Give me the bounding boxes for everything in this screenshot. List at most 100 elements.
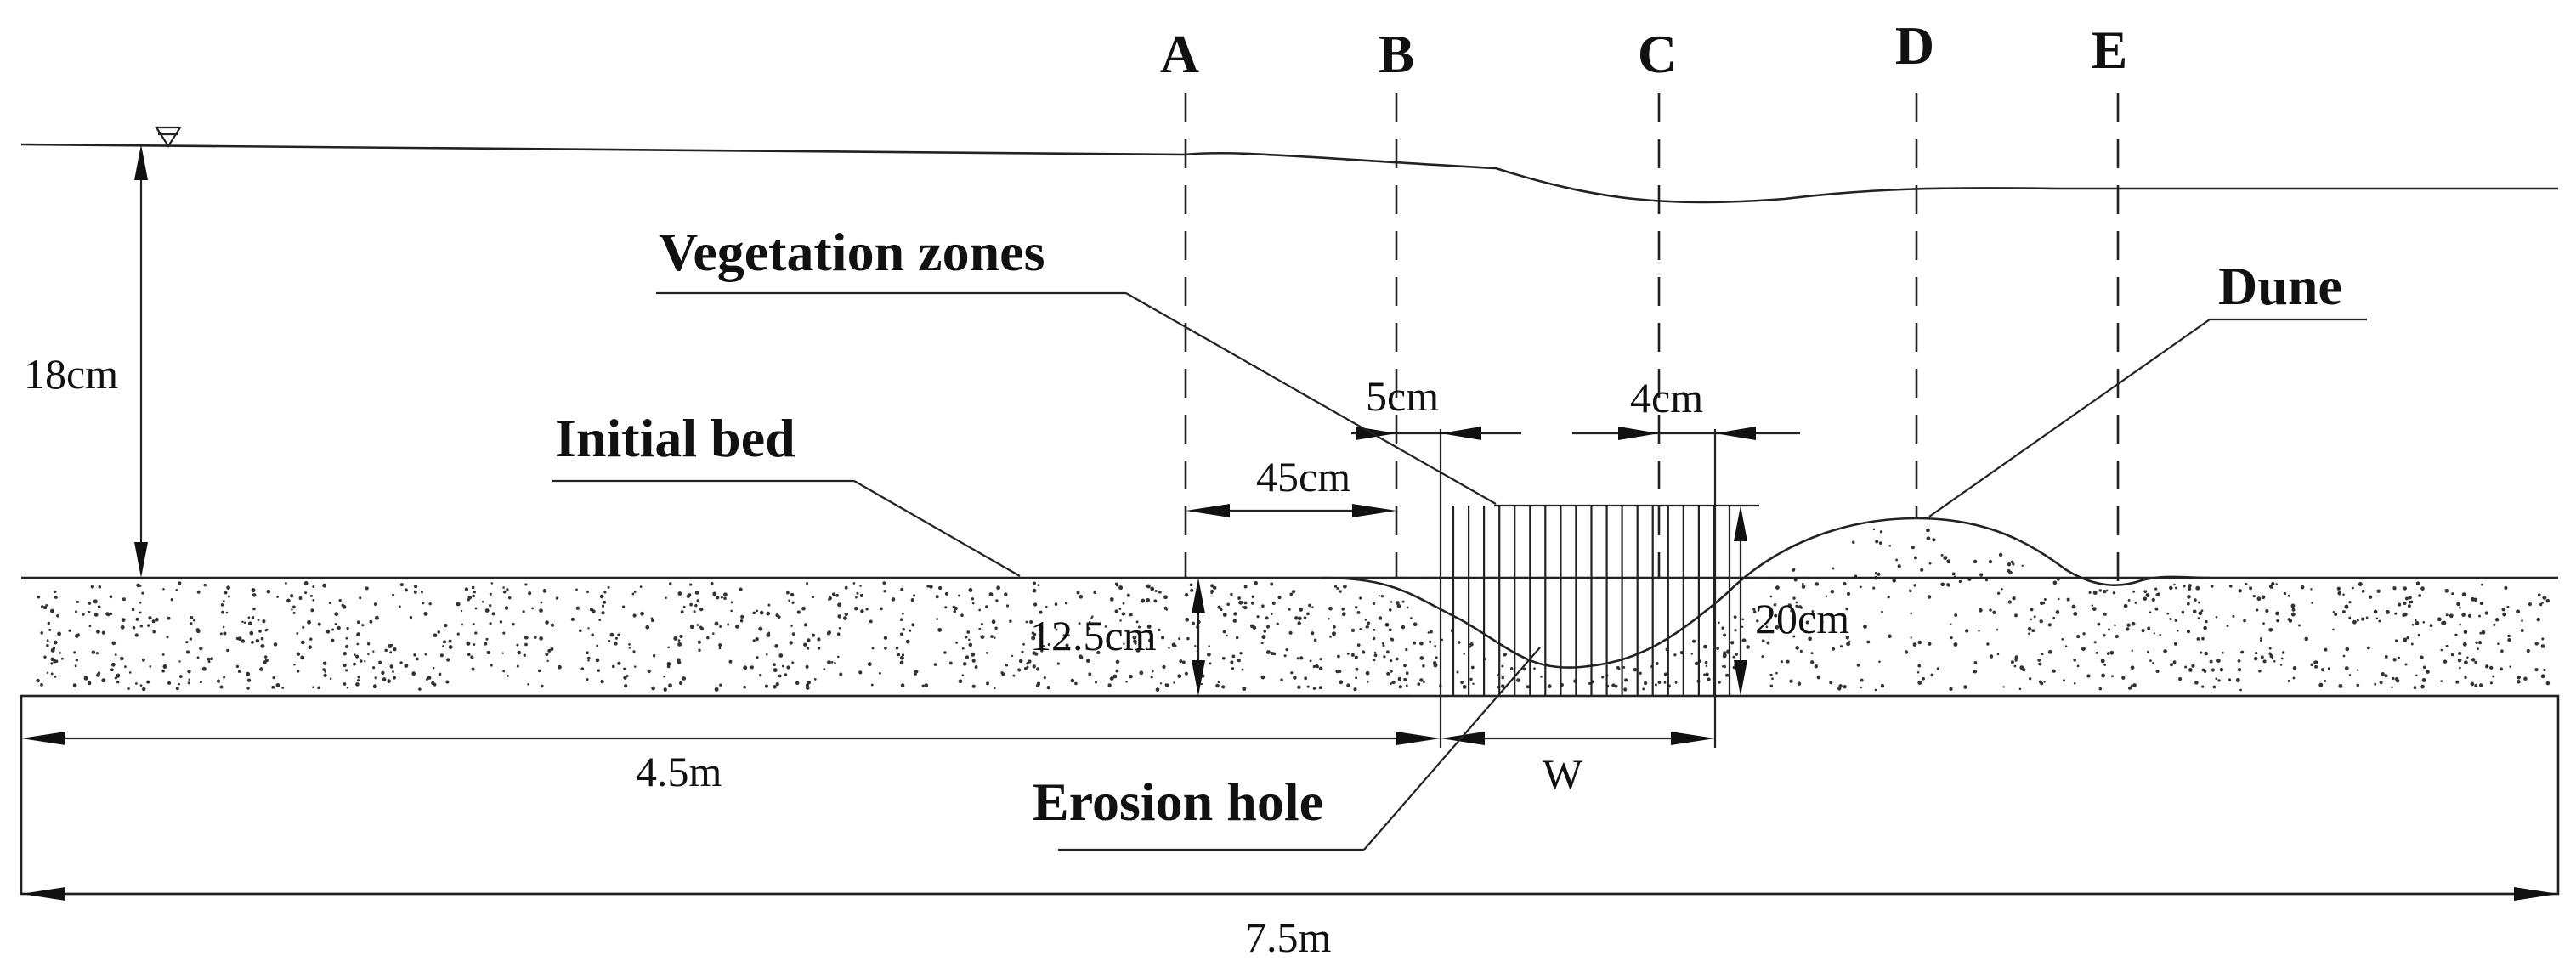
sediment-grain — [730, 601, 733, 604]
sediment-grain — [474, 631, 478, 635]
sediment-grain — [677, 639, 681, 642]
sediment-grain — [203, 583, 207, 587]
sediment-grain — [1168, 647, 1170, 649]
sediment-grain — [2132, 683, 2137, 687]
sediment-grain — [59, 652, 62, 654]
sediment-grain — [2381, 672, 2385, 676]
sediment-grain — [2466, 656, 2469, 659]
sediment-grain — [2540, 644, 2545, 648]
sediment-grain — [464, 587, 469, 591]
sediment-grain — [774, 644, 778, 648]
sediment-grain — [96, 673, 100, 677]
sediment-grain — [178, 660, 181, 663]
sediment-grain — [1366, 681, 1369, 683]
sediment-grain — [2198, 611, 2203, 616]
sediment-grain — [1472, 682, 1475, 686]
sediment-grain — [246, 671, 251, 676]
sediment-grain — [1296, 657, 1299, 660]
sediment-grain — [2540, 674, 2545, 679]
spacing-b-label: 5cm — [1366, 372, 1439, 420]
sediment-grain — [971, 597, 975, 601]
sediment-grain — [883, 636, 888, 640]
sediment-grain — [1329, 636, 1332, 638]
sediment-grain — [54, 659, 59, 664]
sediment-grain — [1878, 660, 1881, 664]
sediment-grain — [2445, 613, 2449, 617]
sediment-grain — [2449, 613, 2454, 619]
sediment-grain — [97, 605, 101, 609]
sediment-grain — [1093, 591, 1097, 595]
sediment-grain — [276, 596, 279, 598]
sediment-grain — [1792, 596, 1796, 600]
sediment-grain — [859, 593, 863, 597]
sediment-grain — [807, 680, 812, 685]
sediment-grain — [2358, 582, 2363, 586]
sediment-grain — [1254, 581, 1258, 585]
sediment-depth-arrow-top — [1192, 578, 1205, 613]
sediment-grain — [623, 667, 626, 671]
dune-leader — [1928, 319, 2211, 517]
sediment-grain — [90, 585, 94, 589]
sediment-grain — [2040, 601, 2044, 606]
sediment-grain — [1332, 631, 1336, 636]
sediment-grain — [1040, 649, 1044, 653]
sediment-grain — [98, 585, 102, 589]
sediment-grain — [1611, 683, 1616, 687]
sediment-grain — [2152, 661, 2154, 664]
sediment-grain — [1055, 628, 1058, 631]
sediment-grain — [2212, 685, 2216, 689]
sediment-grain — [284, 581, 287, 585]
sediment-grain — [1145, 647, 1148, 651]
sediment-grain — [2403, 638, 2406, 642]
sediment-grain — [1928, 642, 1932, 646]
sediment-grain — [2292, 676, 2296, 680]
sediment-grain — [871, 647, 875, 650]
sediment-grain — [1973, 661, 1978, 664]
sediment-grain — [1877, 572, 1881, 576]
sediment-grain — [502, 670, 506, 673]
dist-ab-arrow-left — [1186, 504, 1230, 517]
sediment-grain — [54, 590, 57, 594]
sediment-grain — [2112, 591, 2115, 595]
sediment-grain — [2352, 619, 2357, 625]
sediment-grain — [2314, 664, 2318, 669]
sediment-grain — [50, 657, 55, 662]
sediment-grain — [473, 643, 476, 646]
sediment-grain — [1501, 664, 1504, 668]
sediment-grain — [1741, 638, 1747, 643]
sediment-grain — [1795, 646, 1799, 650]
sediment-grain — [895, 646, 899, 650]
sediment-grain — [2463, 660, 2468, 665]
sediment-grain — [586, 651, 589, 655]
sediment-grain — [854, 606, 858, 611]
sediment-grain — [2143, 596, 2148, 601]
sediment-grain — [1880, 684, 1885, 688]
sediment-grain — [958, 594, 960, 597]
sediment-grain — [2541, 602, 2544, 604]
sediment-grain — [1725, 673, 1730, 677]
sediment-grain — [2394, 612, 2398, 615]
sediment-grain — [2196, 637, 2200, 641]
sediment-grain — [2413, 686, 2417, 689]
sediment-grain — [2031, 629, 2035, 633]
sediment-grain — [2545, 681, 2551, 686]
sediment-grain — [196, 656, 200, 659]
sediment-grain — [512, 623, 515, 626]
sediment-grain — [260, 643, 265, 648]
sediment-grain — [1018, 659, 1023, 664]
sediment-grain — [1832, 567, 1835, 570]
sediment-grain — [1011, 654, 1014, 658]
sediment-grain — [1860, 585, 1862, 589]
sediment-grain — [152, 630, 156, 634]
sediment-grain — [2052, 669, 2056, 673]
sediment-grain — [1979, 573, 1984, 577]
sediment-grain — [1940, 582, 1945, 587]
sediment-grain — [755, 636, 759, 642]
sediment-grain — [669, 582, 672, 585]
sediment-grain — [1036, 681, 1041, 686]
sediment-grain — [122, 597, 126, 602]
sediment-grain — [2464, 676, 2467, 680]
sediment-grain — [1401, 600, 1405, 603]
sediment-grain — [2215, 677, 2218, 681]
sediment-grain — [2352, 586, 2354, 590]
